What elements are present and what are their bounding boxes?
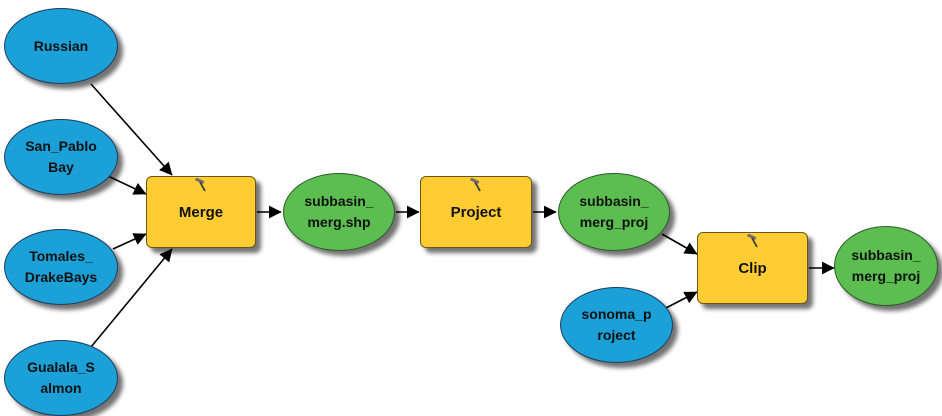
tool-clip[interactable]: Clip xyxy=(697,232,808,304)
connector-tomales-to-merge xyxy=(112,233,147,250)
output-subbasin-merg-shp-label: subbasin_ merg.shp xyxy=(304,191,373,233)
hammer-icon xyxy=(194,178,206,192)
label-line: almon xyxy=(40,380,82,396)
label-line: San_Pablo xyxy=(25,138,97,154)
output-subbasin-merg-proj[interactable]: subbasin_ merg_proj xyxy=(558,173,670,251)
input-gualala-salmon-label: Gualala_S almon xyxy=(27,357,95,399)
input-russian-label: Russian xyxy=(33,37,89,54)
input-russian[interactable]: Russian xyxy=(4,8,118,84)
input-sonoma-project[interactable]: sonoma_p roject xyxy=(560,287,673,363)
tool-project[interactable]: Project xyxy=(420,176,532,248)
connector-gualala-to-merge xyxy=(90,248,173,348)
output-subbasin-merg-proj-clip-label: subbasin_ merg_proj xyxy=(851,245,920,287)
connector-russian-to-merge xyxy=(90,83,173,176)
input-sonoma-project-label: sonoma_p roject xyxy=(581,304,651,346)
tool-merge-label: Merge xyxy=(178,203,224,221)
connector-projout-to-clip xyxy=(661,233,698,255)
connector-sanpablo-to-merge xyxy=(107,175,147,195)
label-line: DrakeBays xyxy=(24,269,98,285)
label-line: roject xyxy=(597,327,636,343)
hammer-icon xyxy=(746,234,758,248)
tool-clip-label: Clip xyxy=(738,259,767,277)
label-line: merg_proj xyxy=(579,214,649,230)
connector-sonoma-to-clip xyxy=(663,291,698,310)
label-line: subbasin_ xyxy=(851,247,921,263)
label-line: subbasin_ xyxy=(304,193,374,209)
tool-merge[interactable]: Merge xyxy=(146,176,256,248)
input-san-pablo-bay-label: San_Pablo Bay xyxy=(25,136,97,178)
label-line: Gualala_S xyxy=(27,359,95,375)
output-subbasin-merg-shp[interactable]: subbasin_ merg.shp xyxy=(283,173,395,251)
output-subbasin-merg-proj-clip[interactable]: subbasin_ merg_proj xyxy=(834,226,938,306)
hammer-icon xyxy=(469,178,481,192)
label-line: subbasin_ xyxy=(579,193,649,209)
label-line: Bay xyxy=(48,159,74,175)
output-subbasin-merg-proj-label: subbasin_ merg_proj xyxy=(579,191,648,233)
input-san-pablo-bay[interactable]: San_Pablo Bay xyxy=(4,119,118,195)
input-tomales-drakebays[interactable]: Tomales_ DrakeBays xyxy=(4,229,118,305)
label-line: merg_proj xyxy=(851,268,921,284)
label-line: sonoma_p xyxy=(581,306,652,322)
input-tomales-drakebays-label: Tomales_ DrakeBays xyxy=(25,246,97,288)
label-line: Tomales_ xyxy=(29,248,93,264)
label-line: merg.shp xyxy=(307,214,371,230)
input-gualala-salmon[interactable]: Gualala_S almon xyxy=(4,340,118,416)
tool-project-label: Project xyxy=(450,203,502,221)
